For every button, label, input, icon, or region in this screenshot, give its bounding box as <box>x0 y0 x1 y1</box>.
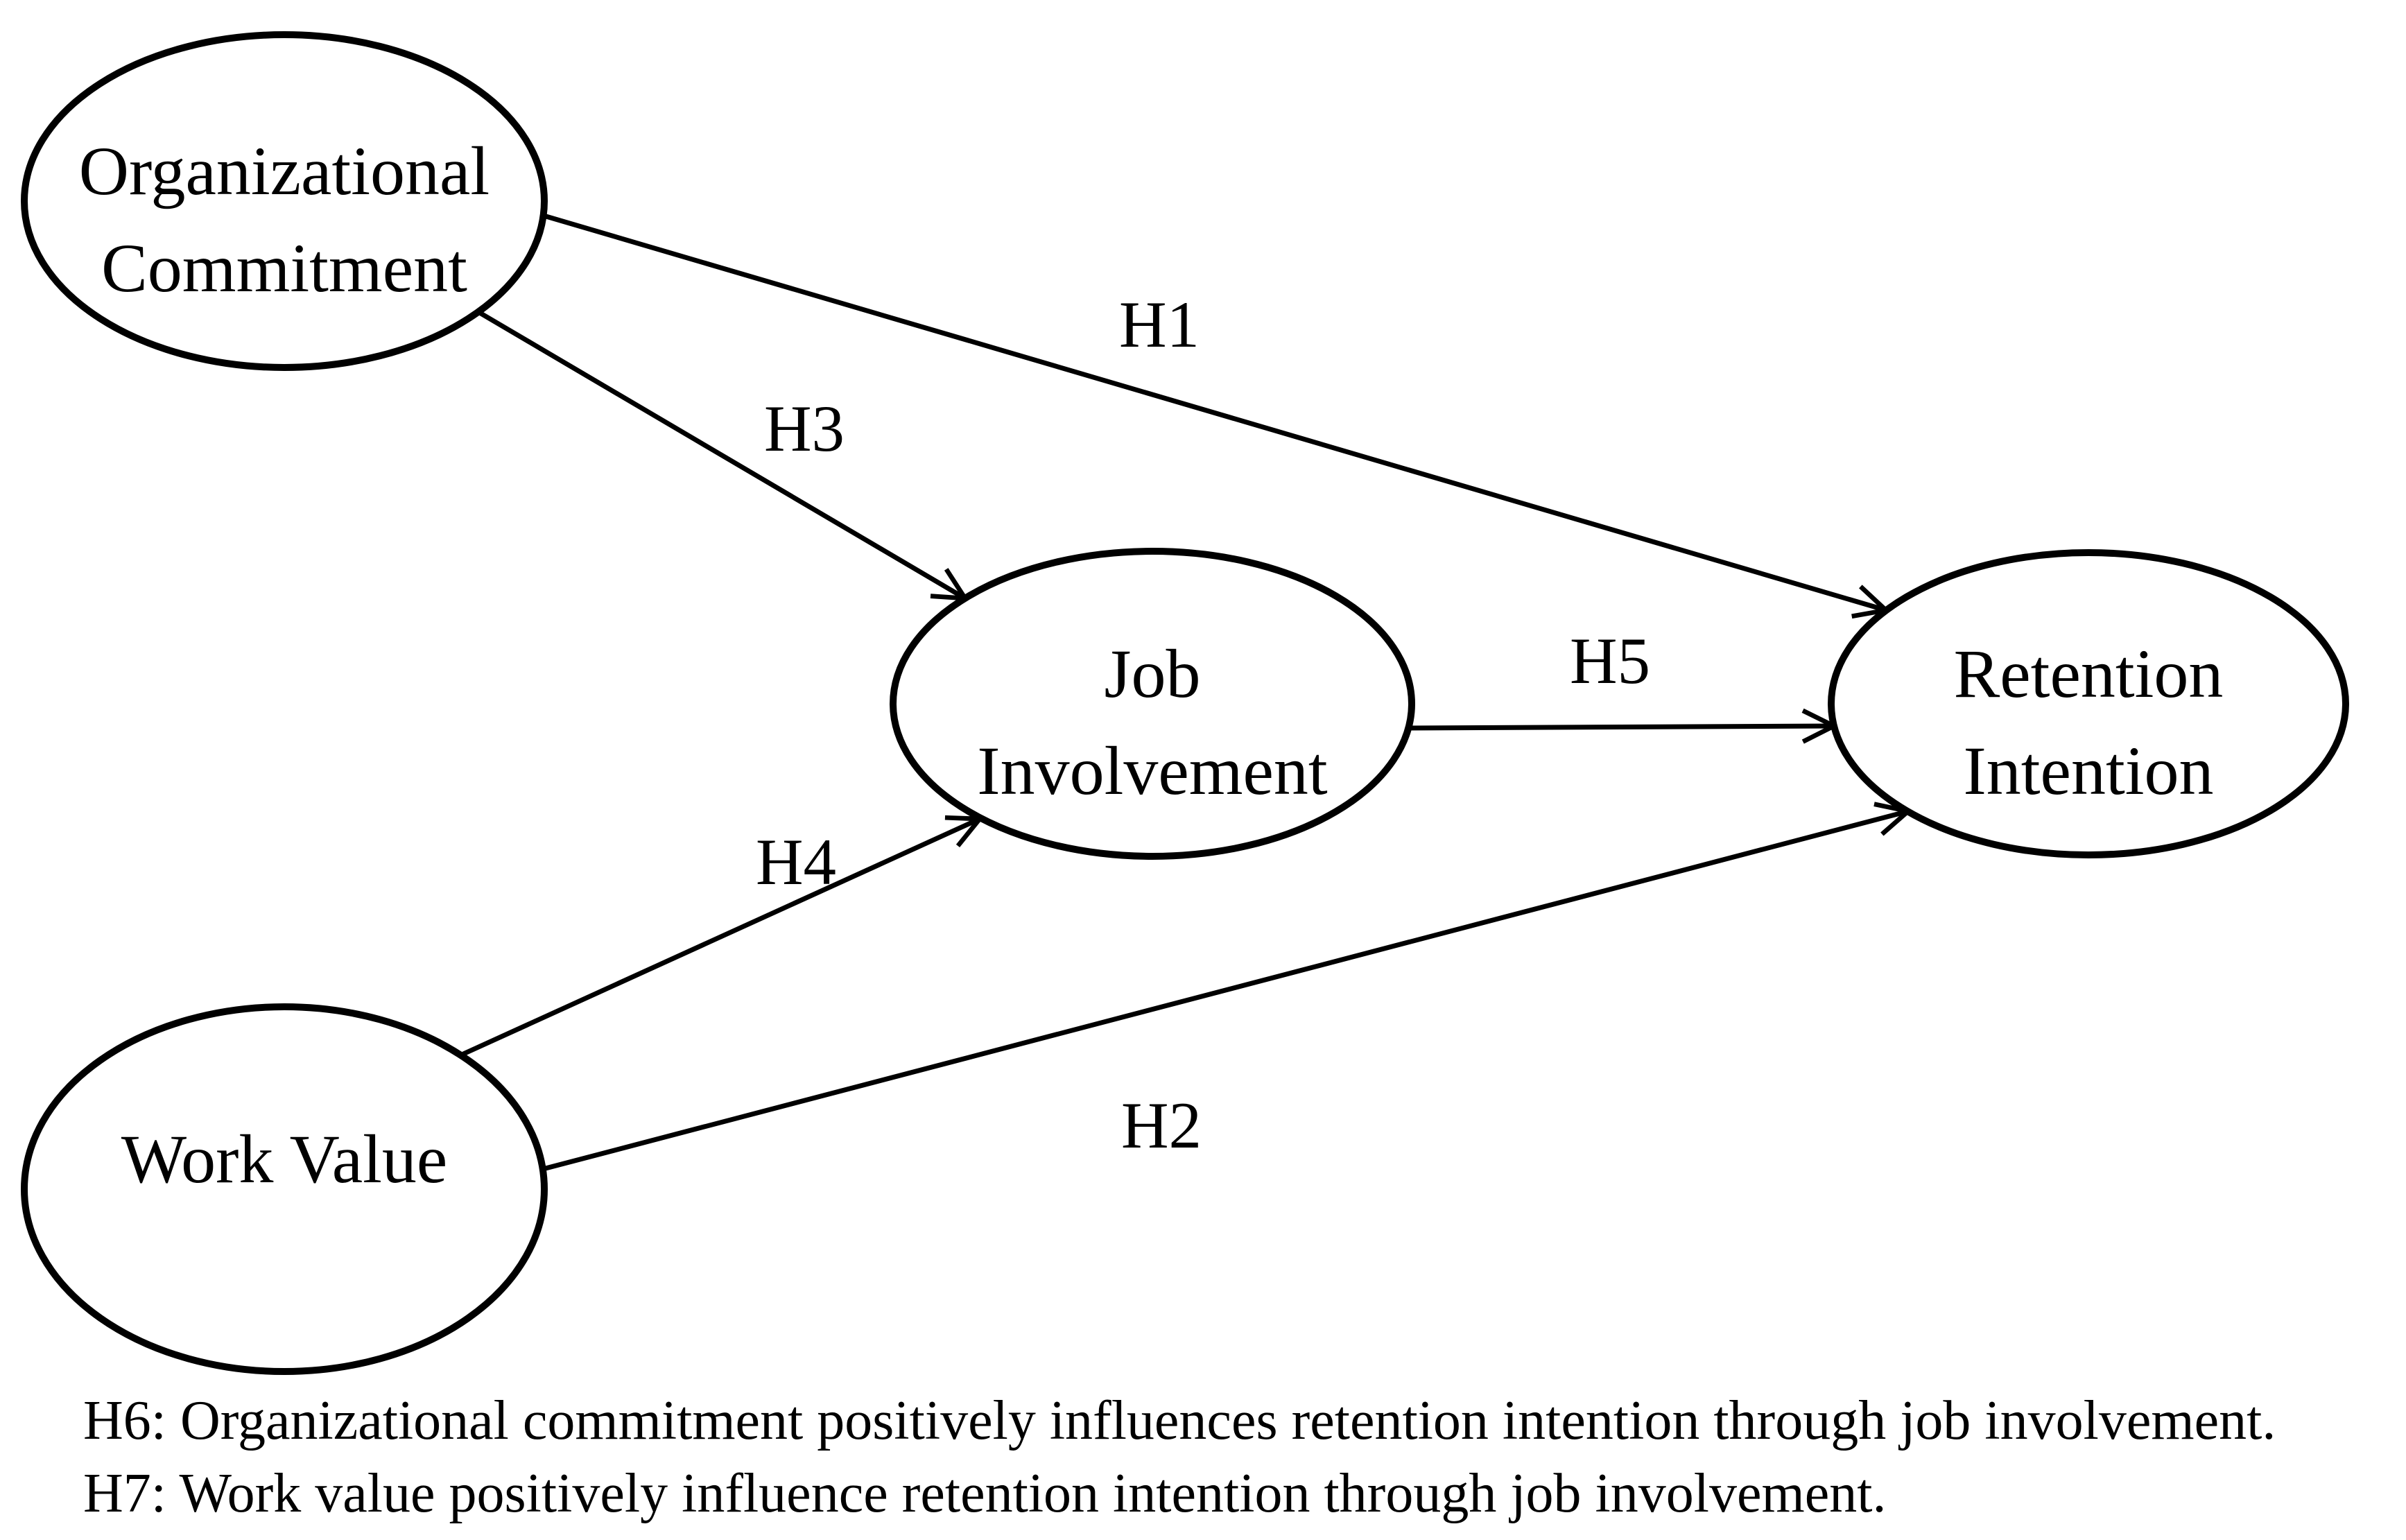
organizational-commitment-label-line1: Organizational <box>79 132 490 209</box>
job-involvement-label-line1: Job <box>1105 635 1201 712</box>
note-h7: H7: Work value positively influence rete… <box>83 1463 1886 1524</box>
job-involvement-label-line2: Involvement <box>977 732 1328 809</box>
node-retention-intention: Retention Intention <box>1828 549 2349 858</box>
arrow-h4-wv-to-ji <box>460 819 980 1057</box>
job-involvement-ellipse <box>890 548 1415 860</box>
arrow-label-h2: H2 <box>1121 1089 1202 1162</box>
work-value-label: Work Value <box>121 1121 448 1197</box>
node-work-value: Work Value <box>21 1003 548 1375</box>
retention-intention-label-line1: Retention <box>1954 635 2224 712</box>
retention-intention-label-line2: Intention <box>1963 732 2213 809</box>
work-value-ellipse <box>21 1003 548 1375</box>
arrow-h5-ji-to-ri <box>1407 726 1834 728</box>
node-job-involvement: Job Involvement <box>890 548 1415 860</box>
arrow-h1-oc-to-ri <box>543 213 1886 610</box>
arrow-label-h1: H1 <box>1119 288 1200 361</box>
arrow-label-h4: H4 <box>756 825 836 899</box>
arrow-h3-oc-to-ji <box>477 309 965 598</box>
arrow-label-h5: H5 <box>1570 624 1650 698</box>
note-h6: H6: Organizational commitment positively… <box>83 1390 2276 1451</box>
organizational-commitment-ellipse <box>21 31 548 371</box>
node-organizational-commitment: Organizational Commitment <box>21 31 548 371</box>
organizational-commitment-label-line2: Commitment <box>101 230 467 306</box>
retention-intention-ellipse <box>1828 549 2349 858</box>
arrow-label-h3: H3 <box>764 392 845 465</box>
arrow-h2-wv-to-ri <box>542 811 1908 1172</box>
